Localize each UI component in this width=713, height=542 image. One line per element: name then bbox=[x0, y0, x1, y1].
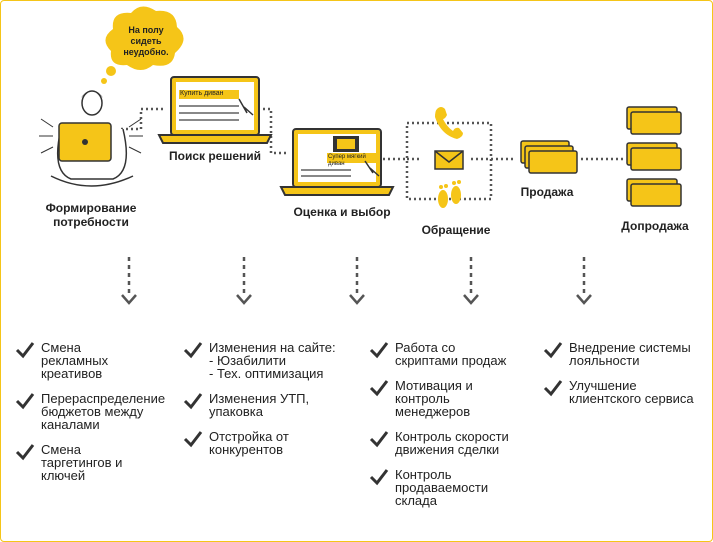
footprints-icon bbox=[438, 180, 461, 208]
checkmark-icon bbox=[369, 380, 389, 397]
money-stack-sale bbox=[520, 140, 578, 174]
stage-label-need: Формирование потребности bbox=[45, 201, 137, 229]
checklist-item: Работа со скриптами продаж bbox=[369, 341, 534, 367]
checklist-item: Улучшение клиентского сервиса bbox=[543, 379, 708, 405]
checklist-item: Мотивация и контроль менеджеров bbox=[369, 379, 534, 418]
checkmark-icon bbox=[15, 393, 35, 410]
screen-text-search: Купить диван bbox=[180, 90, 224, 97]
checklist-item: Смена таргетингов и ключей bbox=[15, 443, 175, 482]
checklist-column-1: Смена рекламных креативов Перераспределе… bbox=[15, 341, 175, 494]
checklist-item: Смена рекламных креативов bbox=[15, 341, 175, 380]
checkmark-icon bbox=[369, 469, 389, 486]
checklist-column-4: Внедрение системы лояльности Улучшение к… bbox=[543, 341, 708, 417]
checkmark-icon bbox=[369, 342, 389, 359]
checklist-item: Перераспределение бюджетов между каналам… bbox=[15, 392, 175, 431]
laptop-evaluation bbox=[279, 128, 395, 196]
checklist-item: Отстройка от конкурентов bbox=[183, 430, 358, 456]
stage-label-search: Поиск решений bbox=[168, 149, 262, 163]
stage-label-sale: Продажа bbox=[520, 185, 574, 199]
checkmark-icon bbox=[15, 342, 35, 359]
checkmark-icon bbox=[183, 431, 203, 448]
checklist-item: Изменения УТП, упаковка bbox=[183, 392, 358, 418]
checklist-item: Контроль продаваемости склада bbox=[369, 468, 534, 507]
thought-bubble bbox=[101, 6, 184, 84]
screen-text-eval: Супер мягкий диван bbox=[328, 154, 366, 167]
checkmark-icon bbox=[183, 342, 203, 359]
checklist-item: Контроль скорости движения сделки bbox=[369, 430, 534, 456]
checkmark-icon bbox=[15, 444, 35, 461]
bubble-text: На полу сидеть неудобно. bbox=[123, 25, 169, 57]
checkmark-icon bbox=[183, 393, 203, 410]
checklist-column-2: Изменения на сайте: - Юзабилити - Тех. о… bbox=[183, 341, 358, 468]
down-arrows bbox=[121, 257, 592, 305]
stage-label-upsell: Допродажа bbox=[621, 219, 689, 233]
stage-label-evaluation: Оценка и выбор bbox=[293, 205, 391, 219]
checkmark-icon bbox=[543, 380, 563, 397]
stage-label-contact: Обращение bbox=[421, 223, 491, 237]
phone-icon bbox=[435, 107, 463, 139]
checkmark-icon bbox=[369, 431, 389, 448]
checkmark-icon bbox=[543, 342, 563, 359]
money-stacks-upsell bbox=[626, 106, 682, 207]
checklist-column-3: Работа со скриптами продаж Мотивация и к… bbox=[369, 341, 534, 519]
envelope-icon bbox=[434, 150, 464, 170]
laptop-icon-person bbox=[58, 122, 112, 162]
checklist-item: Внедрение системы лояльности bbox=[543, 341, 708, 367]
checklist-item: Изменения на сайте: - Юзабилити - Тех. о… bbox=[183, 341, 358, 380]
laptop-search bbox=[157, 76, 273, 144]
